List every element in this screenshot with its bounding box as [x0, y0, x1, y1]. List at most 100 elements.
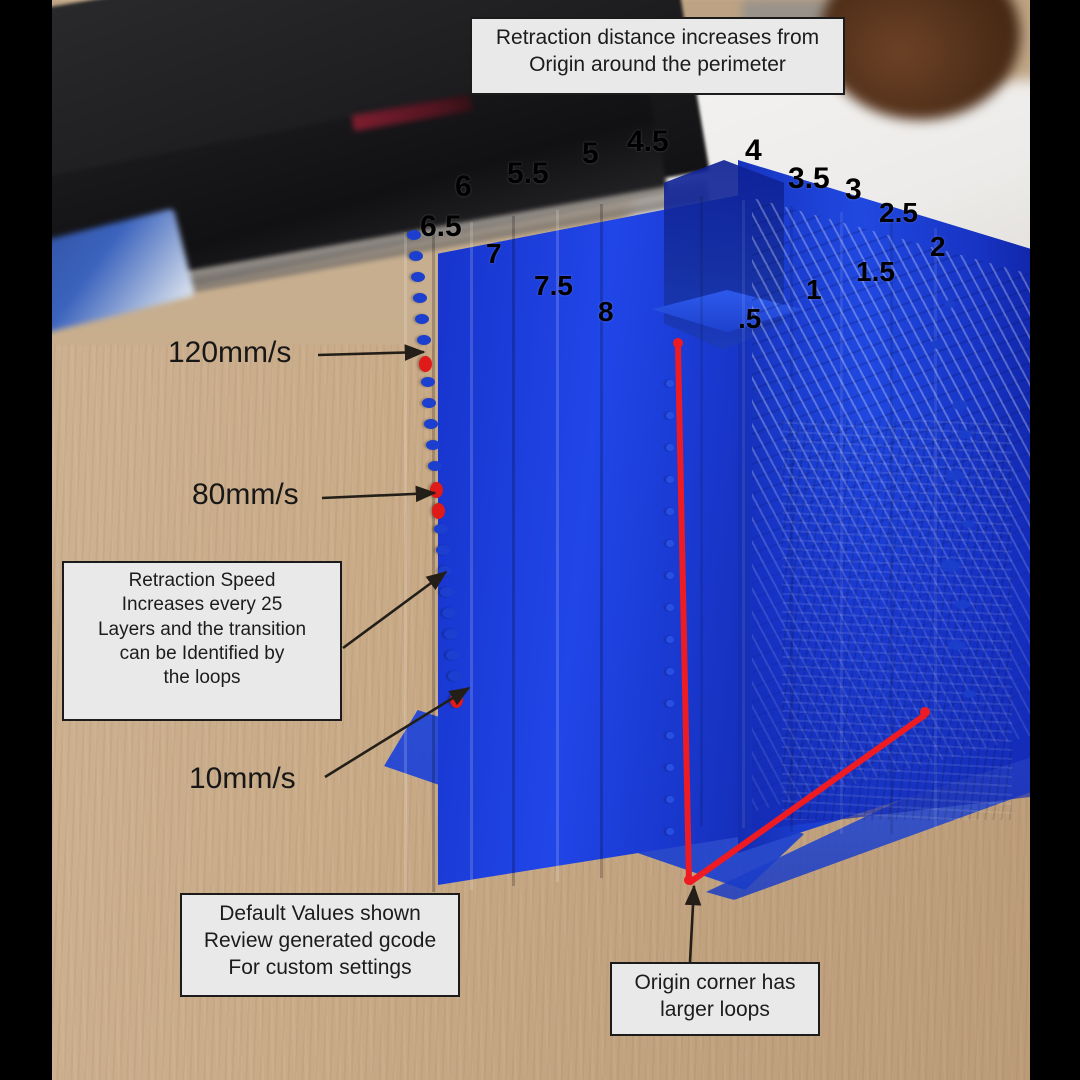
stringing-blob	[958, 430, 972, 439]
distance-label-p5: .5	[738, 303, 762, 334]
retraction-loop	[420, 377, 435, 387]
speed-transition-loop	[418, 356, 432, 372]
inner-retraction-loop	[666, 508, 674, 515]
distance-label-7: 7	[486, 238, 502, 269]
callout-line: Origin around the perimeter	[529, 52, 786, 76]
callout-line: Default Values shown	[219, 902, 421, 925]
retraction-loop	[439, 587, 454, 597]
stringing-blob	[944, 300, 956, 308]
inner-retraction-loop	[666, 796, 674, 803]
speed-10: 10mm/s	[189, 762, 296, 795]
speed-transition-loop	[449, 692, 463, 708]
retraction-tower-model	[52, 0, 1030, 1080]
callout-line: Increases every 25	[121, 594, 283, 616]
origin-axis-top-dot	[673, 338, 683, 348]
retraction-loop	[414, 314, 429, 324]
stringing-blob	[948, 640, 965, 650]
retraction-loop	[435, 545, 450, 555]
inner-retraction-loop	[666, 732, 674, 739]
retraction-loop	[428, 461, 443, 471]
distance-label-3: 3	[845, 173, 862, 206]
callout-line: Origin corner has	[634, 971, 796, 994]
distance-label-2p5: 2.5	[879, 197, 918, 228]
tower-seam	[840, 212, 843, 834]
retraction-loop	[416, 335, 431, 345]
callout-line: the loops	[163, 667, 241, 689]
retraction-loop	[445, 650, 460, 660]
distance-label-8: 8	[598, 296, 614, 327]
retraction-loop	[424, 419, 439, 429]
tower-seam	[470, 222, 473, 890]
distance-label-4p5: 4.5	[627, 125, 669, 158]
origin-corner-dot	[684, 875, 694, 885]
tower-seam	[700, 196, 703, 826]
inner-retraction-loop	[666, 700, 674, 707]
stringing-blob	[955, 600, 970, 609]
inner-retraction-loop	[666, 476, 674, 483]
inner-retraction-loop	[666, 540, 674, 547]
inner-retraction-loop	[666, 412, 674, 419]
stringing-blob	[963, 690, 976, 698]
retraction-loop	[434, 524, 449, 534]
stringing-blob	[952, 400, 968, 410]
inner-retraction-loop	[666, 828, 674, 835]
callout-line: Retraction distance increases from	[495, 26, 820, 49]
retraction-loop	[407, 230, 421, 240]
retraction-loop	[447, 671, 462, 681]
retraction-loop	[408, 251, 423, 261]
stringing-blob	[930, 340, 944, 349]
inner-retraction-loop	[666, 380, 674, 387]
origin-axis-end-dot	[920, 707, 930, 717]
callout-line: larger loops	[660, 997, 770, 1021]
retraction-loop	[410, 272, 425, 282]
distance-label-1p5: 1.5	[856, 256, 895, 287]
retraction-loop	[437, 566, 452, 576]
distance-label-6: 6	[455, 170, 472, 203]
stringing-blob	[962, 520, 974, 528]
tower-seam	[742, 200, 745, 828]
stringing-blob	[946, 470, 964, 481]
callout-line: Retraction Speed	[128, 570, 276, 591]
distance-label-1: 1	[806, 274, 822, 305]
inner-retraction-loop	[666, 636, 674, 643]
inner-retraction-loop	[666, 764, 674, 771]
callout-line: Layers and the transition	[97, 618, 307, 640]
inner-retraction-loop	[666, 572, 674, 579]
distance-label-4: 4	[745, 134, 762, 167]
surface-wobble-texture	[782, 420, 1012, 820]
distance-label-5p5: 5.5	[507, 157, 549, 190]
callout-origin-corner: Origin corner has larger loops	[610, 962, 820, 1036]
retraction-loop	[422, 398, 437, 408]
stringing-blob	[940, 560, 960, 572]
tower-seam	[790, 206, 793, 832]
retraction-loop	[441, 608, 456, 618]
inner-retraction-loop	[666, 444, 674, 451]
retraction-loop	[412, 293, 427, 303]
distance-label-3p5: 3.5	[788, 162, 830, 195]
callout-line: Review generated gcode	[203, 928, 437, 952]
distance-label-7p5: 7.5	[534, 270, 573, 301]
callout-line: can be Identified by	[119, 642, 285, 664]
retraction-loop	[443, 629, 458, 639]
tower-seam	[890, 220, 893, 834]
inner-retraction-loop	[666, 604, 674, 611]
tower-seam	[432, 228, 435, 892]
tower-seam	[556, 210, 559, 882]
speed-80: 80mm/s	[192, 478, 299, 511]
tower-seam	[934, 228, 937, 828]
tower-seam	[512, 216, 515, 886]
stringing-fade	[752, 400, 1030, 830]
retraction-loop	[426, 440, 441, 450]
distance-label-6p5: 6.5	[420, 210, 462, 243]
speed-120: 120mm/s	[168, 336, 292, 369]
inner-retraction-loop	[666, 668, 674, 675]
callout-line: For custom settings	[228, 955, 412, 979]
tower-seam	[600, 204, 603, 878]
speed-transition-loop	[432, 503, 446, 519]
tower-seam	[404, 232, 407, 892]
